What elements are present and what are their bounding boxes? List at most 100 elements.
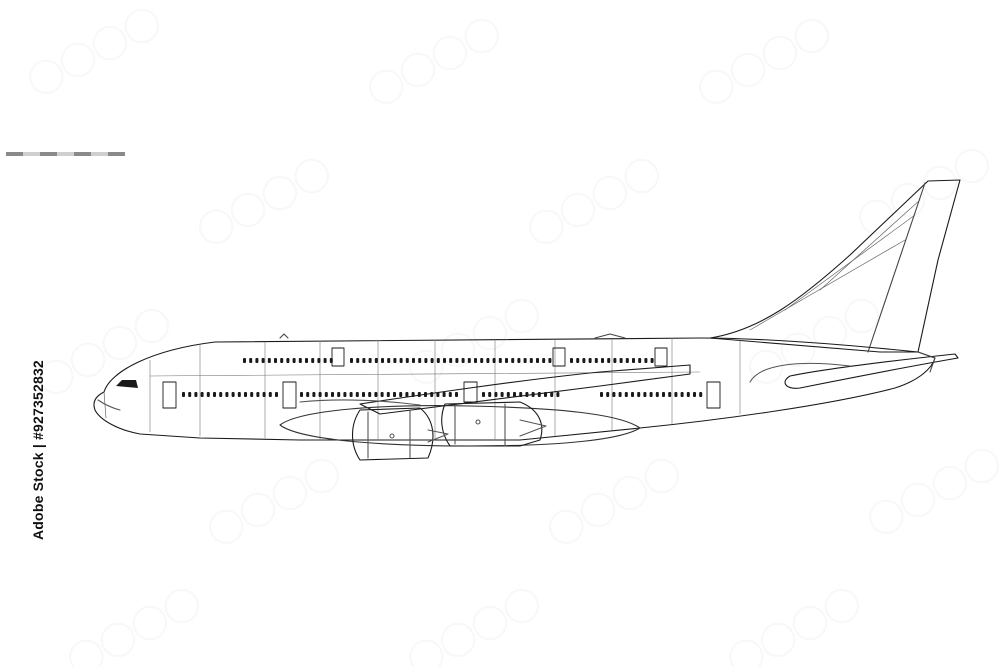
rudder-line — [867, 182, 926, 353]
window — [249, 358, 253, 363]
outboard-engine — [351, 407, 449, 461]
antenna — [594, 333, 626, 339]
window — [267, 358, 271, 363]
window — [261, 358, 265, 363]
window — [318, 392, 322, 397]
window — [624, 392, 628, 397]
window — [362, 358, 366, 363]
window — [380, 392, 384, 397]
window — [449, 358, 453, 363]
window — [417, 392, 421, 397]
window — [455, 392, 458, 397]
window — [393, 392, 396, 397]
window — [286, 358, 290, 363]
window — [182, 392, 185, 397]
window — [311, 358, 315, 363]
window — [492, 358, 496, 363]
window — [613, 358, 617, 363]
inboard-engine — [441, 401, 547, 447]
window — [693, 392, 696, 397]
nose-line — [97, 399, 121, 411]
window — [655, 392, 659, 397]
window — [556, 392, 560, 397]
window — [637, 392, 641, 397]
door — [706, 381, 721, 409]
window — [686, 392, 690, 397]
window — [699, 392, 703, 397]
window — [461, 358, 465, 363]
window — [219, 392, 223, 397]
antenna — [279, 333, 289, 339]
window — [662, 392, 665, 397]
window — [488, 392, 492, 397]
window — [405, 392, 409, 397]
window — [350, 358, 353, 363]
window — [576, 358, 580, 363]
cockpit-windows — [116, 380, 138, 388]
window — [625, 358, 629, 363]
belly-fairing — [279, 405, 641, 447]
fin-panel-line — [749, 239, 906, 331]
window — [505, 358, 508, 363]
scale-segment — [23, 152, 40, 156]
window — [324, 392, 328, 397]
window — [643, 392, 647, 397]
window — [632, 358, 635, 363]
stock-id-label: Adobe Stock | #927352832 — [30, 360, 46, 540]
window — [455, 358, 459, 363]
vertical-tail — [709, 179, 961, 353]
window — [588, 358, 592, 363]
window — [280, 358, 284, 363]
scale-segment — [74, 152, 91, 156]
window — [343, 392, 347, 397]
window — [206, 392, 210, 397]
window — [482, 392, 485, 397]
wing — [359, 364, 691, 415]
window — [570, 358, 573, 363]
window — [601, 358, 604, 363]
wing-fillet — [299, 399, 421, 406]
window — [368, 392, 372, 397]
main-doors — [162, 381, 721, 409]
window — [381, 358, 384, 363]
window — [275, 392, 278, 397]
window — [448, 392, 452, 397]
window — [536, 358, 539, 363]
window — [399, 358, 403, 363]
window — [606, 392, 610, 397]
window — [424, 358, 428, 363]
scale-segment — [40, 152, 57, 156]
window — [494, 392, 498, 397]
door — [282, 381, 297, 409]
window — [306, 392, 310, 397]
window — [412, 358, 415, 363]
window — [600, 392, 603, 397]
window — [231, 392, 235, 397]
window — [262, 392, 266, 397]
window — [244, 392, 247, 397]
upper-doors — [331, 347, 668, 367]
window — [337, 392, 341, 397]
panel-lines — [149, 337, 741, 441]
window — [668, 392, 672, 397]
window — [362, 392, 365, 397]
window — [374, 358, 378, 363]
window — [268, 392, 272, 397]
window — [405, 358, 409, 363]
window — [430, 392, 434, 397]
window — [582, 358, 586, 363]
window — [225, 392, 229, 397]
window — [355, 392, 359, 397]
window — [418, 358, 422, 363]
door — [331, 347, 345, 367]
window — [194, 392, 198, 397]
window — [256, 392, 260, 397]
tail-cone — [917, 351, 936, 373]
window — [529, 358, 533, 363]
window — [650, 358, 654, 363]
window — [542, 358, 546, 363]
window — [548, 358, 552, 363]
window — [274, 358, 277, 363]
